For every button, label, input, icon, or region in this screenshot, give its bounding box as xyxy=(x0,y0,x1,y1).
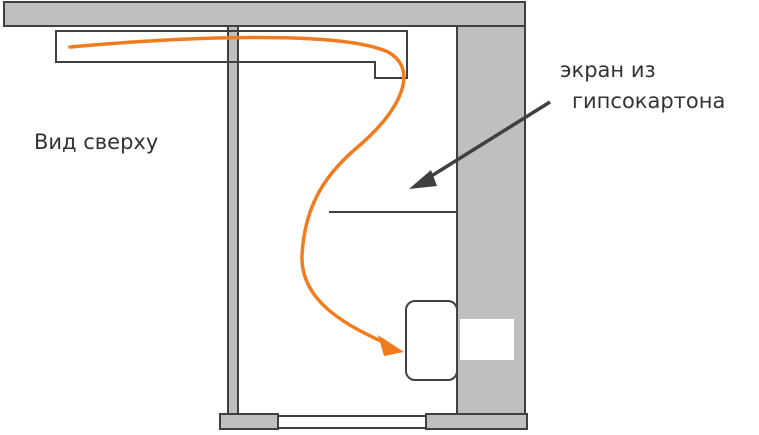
route-arrowhead xyxy=(378,335,404,356)
bottom-wall-left xyxy=(219,413,279,430)
wall-niche xyxy=(460,319,514,360)
screen-label-line2: гипсокартона xyxy=(572,89,725,113)
route-curve xyxy=(68,35,406,344)
toilet-icon xyxy=(405,300,458,381)
door-threshold xyxy=(277,415,427,429)
top-view-label: Вид сверху xyxy=(34,130,158,154)
partition-wall-overlay xyxy=(227,30,239,63)
screen-label-line1: экран из xyxy=(560,58,656,82)
pointer-arrowhead xyxy=(409,170,437,189)
bottom-wall-right xyxy=(425,413,528,430)
top-wall xyxy=(3,1,526,27)
partition-wall xyxy=(227,25,239,416)
pointer-arrow-line xyxy=(424,100,551,182)
